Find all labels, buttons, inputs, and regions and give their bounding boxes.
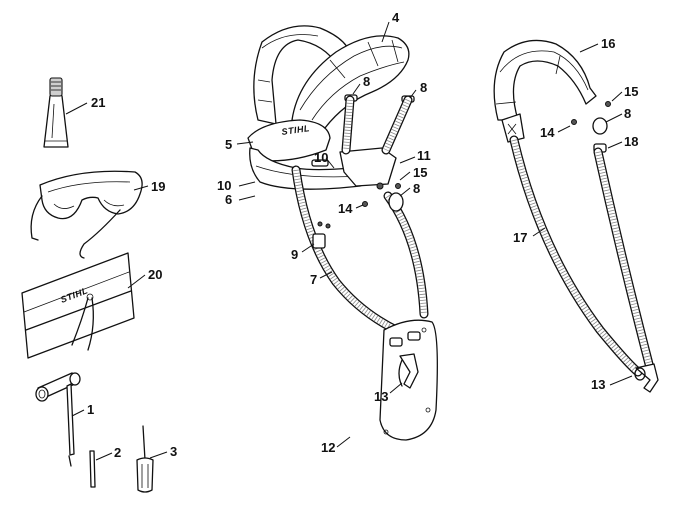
- callout-10-center: 10: [314, 150, 328, 165]
- combination-wrench: [35, 372, 81, 467]
- callout-5: 5: [225, 137, 232, 152]
- callout-14-harness: 14: [338, 201, 353, 216]
- callout-8-harness: 8: [413, 181, 420, 196]
- callout-16: 16: [601, 36, 615, 51]
- callout-8-top-right: 8: [420, 80, 427, 95]
- callout-18: 18: [624, 134, 638, 149]
- protective-glasses: [30, 170, 143, 259]
- callout-20: 20: [148, 267, 162, 282]
- callout-21: 21: [91, 95, 105, 110]
- callout-1: 1: [87, 402, 94, 417]
- callout-15-strap: 15: [624, 84, 638, 99]
- callout-17: 17: [513, 230, 527, 245]
- callout-8-top-left: 8: [363, 74, 370, 89]
- callout-15-harness: 15: [413, 165, 427, 180]
- callout-14-strap: 14: [540, 125, 555, 140]
- grease-tube: [43, 77, 69, 148]
- tool-pouch: STIHL: [21, 252, 135, 359]
- callout-4: 4: [392, 10, 400, 25]
- leader-lines: [65, 21, 633, 461]
- harness-brand-logo: STIHL: [281, 123, 311, 137]
- full-harness: STIHL: [247, 25, 438, 441]
- callout-6: 6: [225, 192, 232, 207]
- screwdriver: [136, 425, 154, 493]
- callout-13-strap: 13: [591, 377, 605, 392]
- callout-labels: 21 19 20 1 2 3 4 8 8 5 10 10 6 11 15 8 1…: [87, 10, 638, 460]
- locking-pin: [89, 450, 96, 488]
- callout-12: 12: [321, 440, 335, 455]
- callout-3: 3: [170, 444, 177, 459]
- callout-19: 19: [151, 179, 165, 194]
- callout-8-strap: 8: [624, 106, 631, 121]
- callout-7: 7: [310, 272, 317, 287]
- callout-9: 9: [291, 247, 298, 262]
- callout-10-left: 10: [217, 178, 231, 193]
- shoulder-strap: [493, 39, 659, 393]
- callout-11: 11: [417, 148, 431, 163]
- callout-13-harness: 13: [374, 389, 388, 404]
- callout-2: 2: [114, 445, 121, 460]
